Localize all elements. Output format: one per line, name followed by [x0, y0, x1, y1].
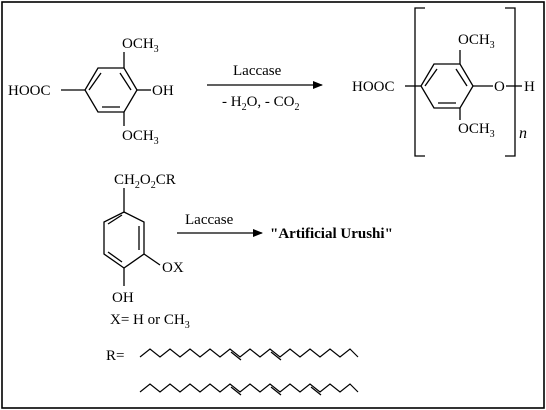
- benzene-ring: [420, 63, 474, 109]
- r-group-label: R=: [106, 348, 124, 364]
- terminal-h-label: H: [524, 79, 535, 95]
- benzene-ring: [103, 211, 145, 269]
- hydroxyl-label: OH: [152, 83, 174, 99]
- catechol-ester-structure: [103, 188, 161, 286]
- x-definition-label: X= H or CH3: [110, 312, 190, 331]
- carboxyl-label: HOOC: [352, 79, 395, 95]
- reagent-label-2: Laccase: [185, 212, 234, 228]
- poly-syringic-structure: [405, 50, 522, 120]
- ester-side-chain-label: CH2O2CR: [114, 172, 176, 191]
- conditions-label-1: - H2O, - CO2: [222, 94, 300, 113]
- methoxy-bottom-label: OCH3: [122, 128, 159, 147]
- methoxy-top-label: OCH3: [122, 36, 159, 55]
- bracket-left: [414, 7, 425, 157]
- reagent-label-1: Laccase: [233, 63, 282, 79]
- r-chain-triene: [139, 383, 359, 396]
- methoxy-bottom-label: OCH3: [458, 121, 495, 140]
- carboxyl-label: HOOC: [8, 83, 51, 99]
- ox-group-label: OX: [162, 260, 184, 276]
- r-chain-diene: [139, 348, 359, 361]
- syringic-acid-structure: [61, 52, 151, 126]
- artificial-urushi-label: "Artificial Urushi": [270, 226, 393, 242]
- hydroxyl-label: OH: [112, 290, 134, 306]
- methoxy-top-label: OCH3: [458, 32, 495, 51]
- ether-oxygen-label: O: [494, 79, 505, 95]
- benzene-ring: [84, 67, 138, 113]
- repeat-index-n: n: [519, 125, 527, 142]
- bracket-right: [505, 7, 516, 157]
